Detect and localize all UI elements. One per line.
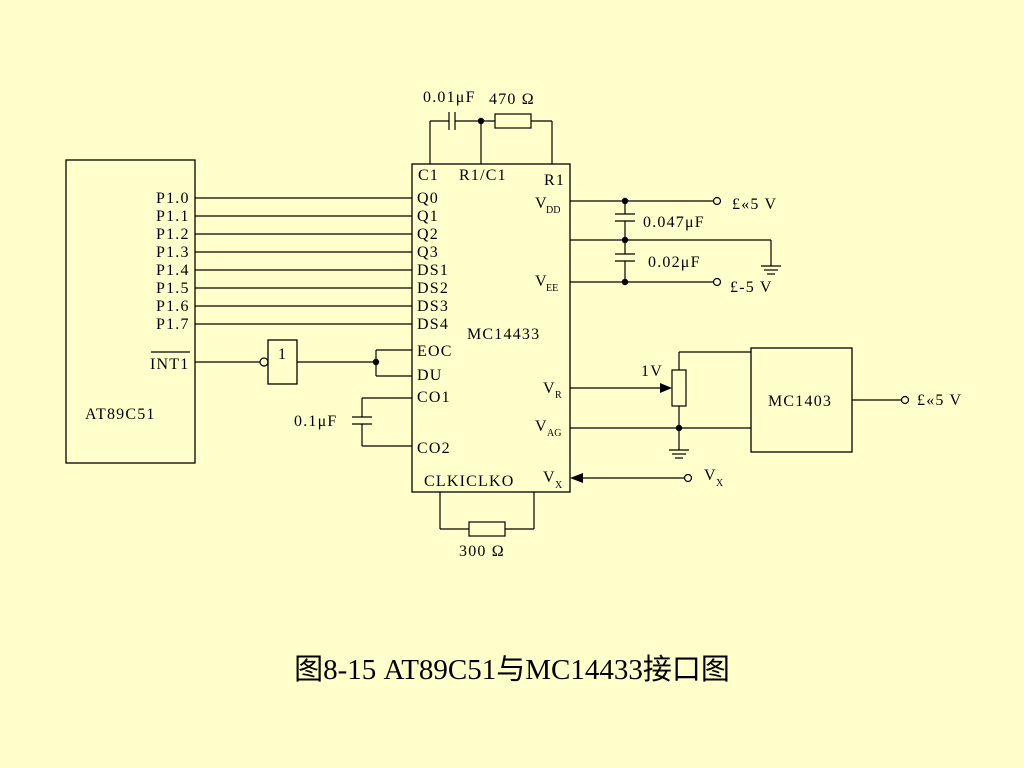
int1-label: INT1 [150, 356, 189, 373]
port-label: P1.5 [156, 280, 190, 297]
terminal-vdd [712, 196, 722, 206]
port-wires [195, 197, 412, 325]
input-arrow-icon [570, 473, 583, 483]
svg-text:X: X [555, 480, 563, 491]
pin-vdd: V DD [535, 195, 560, 216]
mc14433-block [411, 163, 571, 493]
adc-pin: Q3 [417, 244, 439, 261]
inverter-bubble [259, 357, 269, 367]
vdd-supply-label: £«5 V [732, 196, 777, 213]
port-label: P1.3 [156, 244, 190, 261]
pin-r1c1: R1/C1 [459, 167, 507, 184]
svg-text:DD: DD [546, 205, 560, 216]
vx-input-label: V X [704, 467, 724, 489]
clock-resistor [439, 492, 535, 537]
pin-co1: CO1 [417, 389, 451, 406]
svg-text:AG: AG [547, 428, 561, 439]
svg-text:V: V [535, 273, 548, 290]
supply-network [570, 196, 781, 287]
adc-pin: DS3 [417, 298, 449, 315]
pin-vx: V X [543, 469, 563, 491]
svg-text:R: R [555, 390, 562, 401]
pin-vr: V R [543, 380, 562, 401]
pin-vee: V EE [535, 273, 558, 294]
svg-text:V: V [704, 467, 717, 484]
pin-co2: CO2 [417, 440, 451, 457]
top-rc-network [429, 112, 553, 164]
reference-network [570, 347, 910, 459]
svg-text:V: V [535, 195, 548, 212]
pin-clk: CLKICLKO [424, 473, 514, 490]
pin-eoc: EOC [417, 343, 453, 360]
port-label: P1.0 [156, 190, 190, 207]
adc-pin: Q0 [417, 190, 439, 207]
adc-left-pins: Q0 Q1 Q2 Q3 DS1 DS2 DS3 DS4 [417, 190, 449, 333]
adc-pin: Q2 [417, 226, 439, 243]
wiper-arrow-icon [660, 383, 672, 393]
svg-text:V: V [535, 418, 548, 435]
mcu-port-labels: P1.0 P1.1 P1.2 P1.3 P1.4 P1.5 P1.6 P1.7 [156, 190, 190, 333]
vx-input [570, 473, 693, 483]
port-label: P1.6 [156, 298, 190, 315]
cap-co-label: 0.1μF [294, 413, 337, 430]
adc-pin: DS2 [417, 280, 449, 297]
svg-text:EE: EE [546, 283, 558, 294]
at89c51-label: AT89C51 [85, 406, 156, 423]
pin-vag: V AG [535, 418, 561, 439]
port-label: P1.7 [156, 316, 190, 333]
res-clk-label: 300 Ω [459, 543, 505, 560]
mc1403-label: MC1403 [768, 393, 832, 410]
vee-supply-label: £-5 V [730, 279, 773, 296]
port-label: P1.4 [156, 262, 190, 279]
svg-text:X: X [716, 478, 724, 489]
port-label: P1.2 [156, 226, 190, 243]
terminal-vee [712, 277, 722, 287]
cap-top-label: 0.01μF [423, 89, 476, 106]
adc-pin: DS1 [417, 262, 449, 279]
ref-supply-label: £«5 V [917, 392, 962, 409]
resistor-470 [494, 113, 532, 129]
pin-c1: C1 [418, 167, 439, 184]
pin-du: DU [417, 367, 443, 384]
at89c51-block [65, 159, 196, 464]
port-label: P1.1 [156, 208, 190, 225]
potentiometer [671, 369, 687, 407]
svg-text:V: V [543, 469, 556, 486]
figure-caption: 图8-15 AT89C51与MC14433接口图 [294, 653, 730, 686]
inverter-gate [195, 339, 412, 385]
gate-label: 1 [278, 346, 287, 363]
adc-pin: Q1 [417, 208, 439, 225]
res-top-label: 470 Ω [489, 91, 535, 108]
cap-vee-label: 0.02μF [648, 254, 701, 271]
svg-text:V: V [543, 380, 556, 397]
pin-r1: R1 [544, 172, 565, 189]
co-capacitor [352, 397, 412, 447]
adc-pin: DS4 [417, 316, 449, 333]
resistor-300 [468, 521, 506, 537]
terminal-vx [683, 473, 693, 483]
pot-label: 1V [641, 363, 663, 380]
terminal-ref-supply [900, 395, 910, 405]
cap-vdd-label: 0.047μF [643, 214, 705, 231]
mc14433-label: MC14433 [467, 326, 540, 343]
